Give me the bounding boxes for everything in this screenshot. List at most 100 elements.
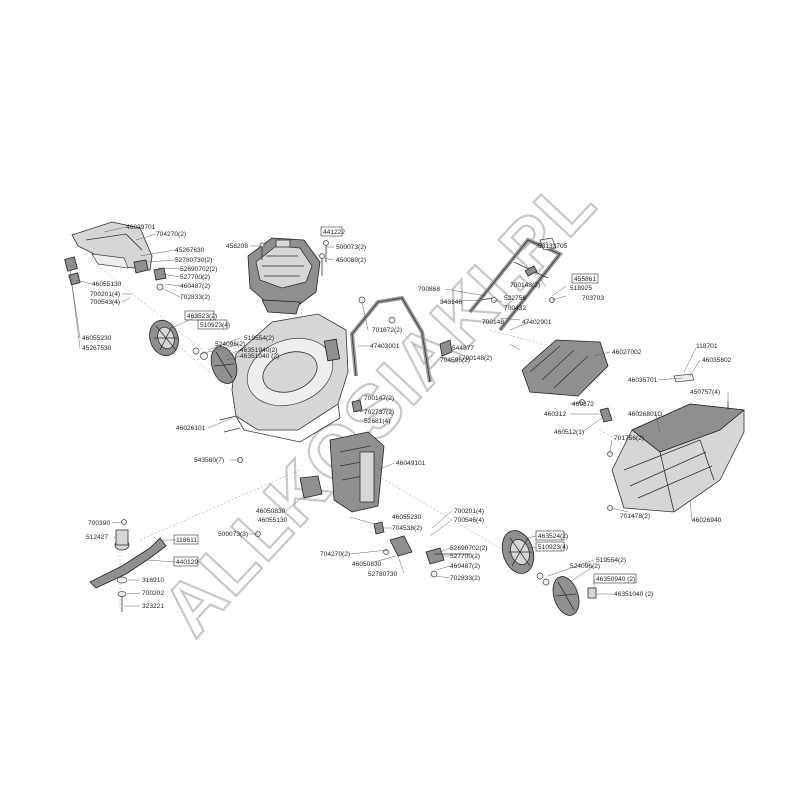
part-label: 519554(2)	[244, 335, 274, 342]
mulch-cover-part	[329, 431, 385, 513]
part-label: 455861	[574, 276, 596, 283]
part-label: 700148(2)	[510, 282, 540, 289]
part-label: 46035802	[702, 357, 732, 364]
part-label: 460512(1)	[554, 429, 584, 436]
part-label: 701478(2)	[620, 513, 650, 520]
part-label: 702737(2)	[364, 409, 394, 416]
part-label: 700543(4)	[90, 299, 120, 306]
part-label: 46055130	[258, 517, 288, 524]
part-label: 500073(2)	[336, 244, 366, 251]
part-label: 450757(4)	[690, 389, 720, 396]
engine-part	[247, 237, 321, 315]
part-number-labels: 46039701 704270(2) 45267630 52780730(2) …	[82, 224, 732, 610]
part-label: 700202	[142, 590, 164, 597]
part-label: 46035701	[628, 377, 658, 384]
mower-deck-part	[219, 313, 349, 443]
height-adjust-clip	[133, 259, 167, 291]
upper-handle-part	[468, 237, 564, 332]
part-label: 701672(2)	[372, 327, 402, 334]
part-label: 512427	[86, 534, 108, 541]
part-label: 543560(7)	[194, 457, 224, 464]
part-label: 45267630	[175, 247, 205, 254]
part-label: 46055230	[82, 335, 112, 342]
part-label: 45267530	[82, 345, 112, 352]
blade-part	[89, 519, 167, 612]
part-label: 343146	[440, 299, 462, 306]
part-label: 700390	[88, 520, 110, 527]
part-label: 704538(2)	[392, 525, 422, 532]
part-label: 704270(2)	[156, 231, 186, 238]
part-label: 52690702(2)	[180, 266, 217, 273]
part-label: 118611	[176, 537, 197, 544]
part-label: 316910	[142, 577, 164, 584]
part-label: 47402901	[522, 319, 552, 326]
part-label: 704596(2)	[440, 357, 470, 364]
hinge-bracket-left	[64, 256, 81, 286]
part-label: 52681(4)	[364, 418, 390, 425]
part-label: 527700(2)	[180, 274, 210, 281]
part-label: 702833(2)	[450, 575, 480, 582]
part-label: 510923(4)	[200, 322, 230, 329]
part-label: 500073(3)	[218, 531, 248, 538]
part-label: 46026101	[176, 425, 206, 432]
part-label: 52780730(2)	[175, 257, 212, 264]
wheel-hubcap-left	[192, 346, 238, 384]
part-label: 704270(2)	[320, 551, 350, 558]
part-label: 700148	[482, 319, 504, 326]
lower-handle-part	[349, 295, 432, 383]
part-label: 46050830	[352, 561, 382, 568]
part-label: 46351940(2)	[240, 347, 277, 354]
part-label: 463523(2)	[187, 313, 217, 320]
part-label: 46055230	[392, 514, 422, 521]
part-label: 46055130	[92, 281, 122, 288]
rear-flap-part	[71, 221, 153, 271]
part-label: 323221	[142, 603, 164, 610]
part-label: 46026940	[692, 517, 722, 524]
part-label: 700432	[504, 305, 526, 312]
part-label: 519554(2)	[596, 557, 626, 564]
part-label: 52690702(2)	[450, 545, 487, 552]
part-label: 46039701	[126, 224, 156, 231]
part-label: 702833(2)	[180, 294, 210, 301]
part-label: 46026801G	[628, 411, 662, 418]
front-wheel-left	[149, 319, 179, 357]
part-label: 460487(2)	[450, 563, 480, 570]
part-label: 46351040 (2)	[614, 591, 653, 598]
part-label: 46049101	[396, 460, 426, 467]
part-label: 460312	[544, 411, 566, 418]
part-label: 703703	[582, 295, 604, 302]
part-label: 518925	[570, 285, 592, 292]
part-label: 700147(2)	[364, 395, 394, 402]
part-label: 522756	[504, 295, 526, 302]
part-label: 450080(2)	[336, 257, 366, 264]
part-label: 527700(2)	[450, 553, 480, 560]
part-label: 700201(4)	[90, 291, 120, 298]
part-label: 46027002	[612, 349, 642, 356]
part-label: 53133705	[538, 243, 568, 250]
part-label: 510923(4)	[538, 544, 568, 551]
part-label: 700148(2)	[462, 355, 492, 362]
part-label: 524096(2)	[215, 341, 245, 348]
part-label: 441222	[323, 229, 345, 236]
leader-lines	[69, 226, 729, 607]
part-label: 460487(2)	[180, 283, 210, 290]
part-label: 47403001	[370, 343, 400, 350]
rear-bracket-parts	[299, 475, 413, 557]
part-label: 463524(2)	[538, 533, 568, 540]
handle-knobs	[351, 339, 453, 413]
part-label: 46050830	[256, 508, 286, 515]
part-label: 524096(2)	[570, 563, 600, 570]
part-label: 456208	[226, 243, 248, 250]
grass-box-lid-part	[521, 339, 609, 397]
part-label: 544877	[452, 345, 474, 352]
grass-box-part	[611, 403, 745, 513]
part-label: 52780730	[368, 571, 398, 578]
part-label: 46350940 (2)	[596, 576, 635, 583]
wheel-hubcap-right	[536, 572, 597, 616]
part-label: 118701	[696, 343, 718, 350]
rear-wheel-right	[501, 530, 535, 574]
part-label: 701756(2)	[614, 435, 644, 442]
part-label: 700868	[418, 286, 440, 293]
part-label: 440129	[176, 559, 198, 566]
